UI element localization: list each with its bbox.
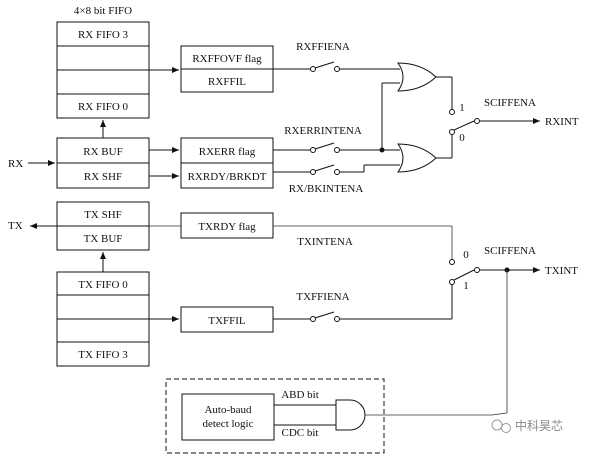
rx-pin-label: RX (8, 158, 23, 170)
tx-buffer-block: TX SHF TX BUF (56, 201, 150, 251)
rx-buf-label: RX BUF (83, 146, 122, 158)
tx-buf-label: TX BUF (84, 233, 123, 245)
cdc-bit-label: CDC bit (282, 427, 319, 439)
txintena-label: TXINTENA (297, 236, 353, 248)
autobaud-region (165, 378, 385, 454)
watermark-text: 中科昊芯 (515, 418, 563, 433)
rxrdy-brkdt-label: RXRDY/BRKDT (188, 171, 267, 183)
tx-fifo-0-label: TX FIFO 0 (78, 279, 128, 291)
txffil-label: TXFFIL (208, 315, 246, 327)
txint-label: TXINT (545, 265, 578, 277)
rx-buffer-block: RX BUF RX SHF (56, 137, 150, 189)
tx-fifo-3-label: TX FIFO 3 (78, 349, 128, 361)
tx-pin-label: TX (8, 220, 23, 232)
and-gate (335, 399, 366, 431)
rxffiena-label: RXFFIENA (296, 41, 350, 53)
rxffovf-flag-label: RXFFOVF flag (192, 53, 262, 65)
autobaud-line1: Auto-baud (204, 404, 252, 416)
rx-fifo-0-label: RX FIFO 0 (78, 101, 129, 113)
rx-shf-label: RX SHF (84, 171, 122, 183)
rx-fifo-3-label: RX FIFO 3 (78, 29, 129, 41)
or-gate-lower (397, 143, 437, 173)
abd-bit-label: ABD bit (281, 389, 319, 401)
txrdy-block: TXRDY flag (180, 212, 274, 239)
rxffovf-block: RXFFOVF flag RXFFIL (180, 45, 274, 93)
mux-tx-zero-label: 0 (463, 249, 469, 261)
sciffena-rx-label: SCIFFENA (484, 97, 536, 109)
rx-bkintena-label: RX/BKINTENA (289, 183, 364, 195)
or-gate-upper (397, 62, 437, 92)
rxerr-flag-label: RXERR flag (199, 146, 256, 158)
autobaud-logic-block: Auto-baud detect logic (181, 393, 275, 441)
autobaud-line2: detect logic (202, 418, 253, 430)
watermark-logo: 中科昊芯 (491, 418, 563, 433)
tx-shf-label: TX SHF (84, 209, 122, 221)
mux-rx-zero-label: 0 (459, 132, 465, 144)
rxerr-block: RXERR flag RXRDY/BRKDT (180, 137, 274, 189)
fifo-title: 4×8 bit FIFO (74, 5, 132, 17)
sciffena-tx-label: SCIFFENA (484, 245, 536, 257)
txffil-block: TXFFIL (180, 306, 274, 333)
txrdy-flag-label: TXRDY flag (198, 221, 256, 233)
rxerrintena-label: RXERRINTENA (284, 125, 362, 137)
mux-rx-one-label: 1 (459, 102, 465, 114)
rxffil-label: RXFFIL (208, 76, 246, 88)
mux-tx-one-label: 1 (463, 280, 469, 292)
txffiena-label: TXFFIENA (296, 291, 349, 303)
rxint-label: RXINT (545, 116, 579, 128)
